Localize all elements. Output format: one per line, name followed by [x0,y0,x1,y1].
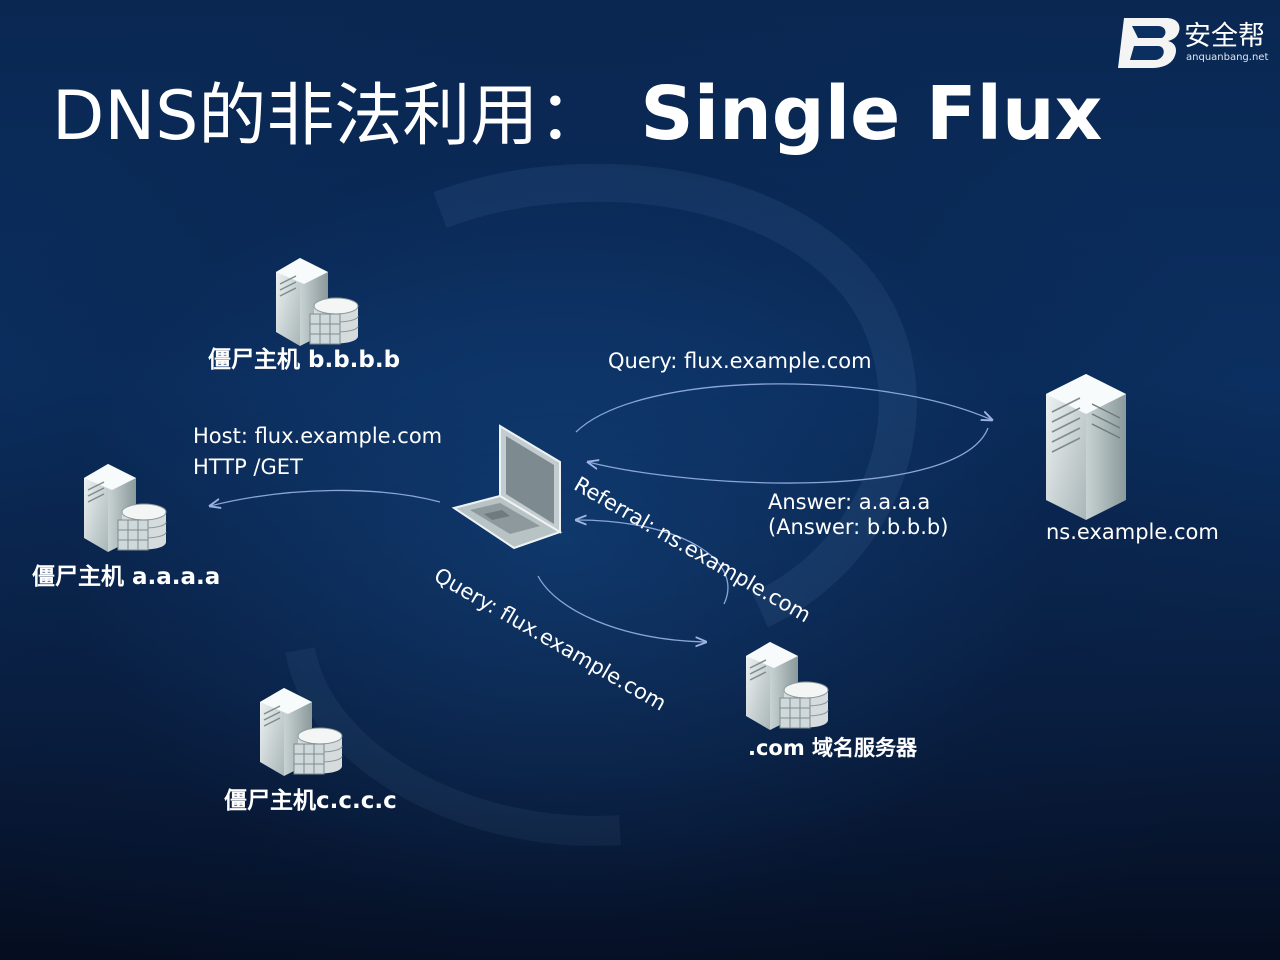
http-get-label: HTTP /GET [193,455,303,479]
zombie-a-label: 僵尸主机 a.a.a.a [32,564,221,590]
zombie-b-server-icon [275,257,359,347]
query-ns-label: Query: flux.example.com [608,349,872,373]
slide-title: DNS的非法利用： Single Flux [52,66,1102,165]
zombie-b-label: 僵尸主机 b.b.b.b [208,347,401,373]
zombie-a-server-icon [83,463,167,553]
logo-name: 安全帮 [1184,21,1265,52]
host-label: Host: flux.example.com [193,424,443,448]
arrow-answer [588,427,989,484]
arrow-query-com [537,575,706,642]
answer-label-2: (Answer: b.b.b.b) [768,515,949,539]
zombie-c-label: 僵尸主机c.c.c.c [224,788,397,814]
arrow-referral [576,520,729,605]
arrow-query-ns [575,383,992,433]
com-server-label: .com 域名服务器 [748,736,918,760]
laptop-client-icon [451,424,563,550]
arrow-http-get [210,489,441,506]
title-prefix: DNS的非法利用： [52,77,607,156]
ns-server-icon [1046,374,1126,520]
title-bold: Single Flux [640,71,1103,157]
ns-server-label: ns.example.com [1046,520,1219,544]
logo-domain: anquanbang.net [1186,52,1269,63]
anquanbang-logo-icon [1118,18,1180,68]
com-server-icon [745,641,829,731]
answer-label-1: Answer: a.a.a.a [768,490,931,514]
